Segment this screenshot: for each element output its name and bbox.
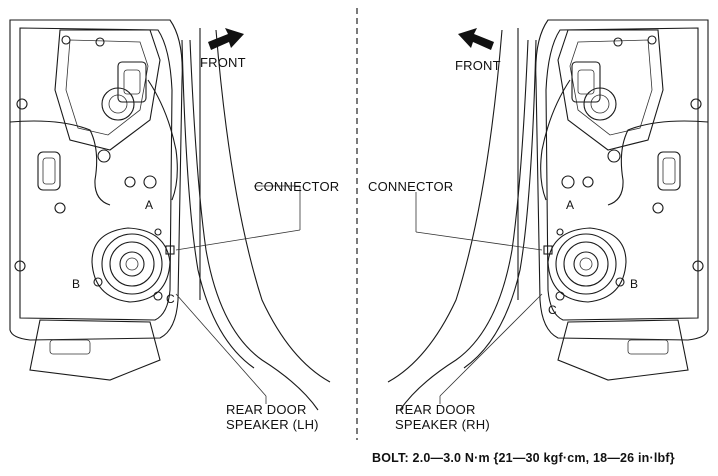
left-front-label: FRONT — [200, 55, 246, 70]
left-door-drawing — [9, 19, 331, 411]
left-front-arrow-icon — [208, 28, 244, 50]
right-front-arrow-icon — [458, 28, 494, 50]
right-speaker-label-line2: SPEAKER (RH) — [395, 417, 490, 432]
left-connector-label: CONNECTOR — [254, 179, 340, 194]
right-speaker — [543, 227, 627, 303]
right-speaker-label-line1: REAR DOOR — [395, 402, 476, 417]
left-point-c-label: C — [166, 292, 175, 306]
left-speaker-label-line2: SPEAKER (LH) — [226, 417, 319, 432]
left-speaker-label-line1: REAR DOOR — [226, 402, 307, 417]
left-speaker — [91, 227, 175, 303]
bolt-torque-note: BOLT: 2.0—3.0 N·m {21—30 kgf·cm, 18—26 i… — [372, 451, 675, 465]
right-point-c-label: C — [548, 303, 557, 317]
right-point-a-label: A — [566, 198, 575, 212]
left-point-a-label: A — [145, 198, 154, 212]
left-point-b-label: B — [72, 277, 81, 291]
right-front-label: FRONT — [455, 58, 501, 73]
right-point-b-label: B — [630, 277, 639, 291]
right-connector-label: CONNECTOR — [368, 179, 454, 194]
right-door-drawing — [387, 19, 709, 411]
